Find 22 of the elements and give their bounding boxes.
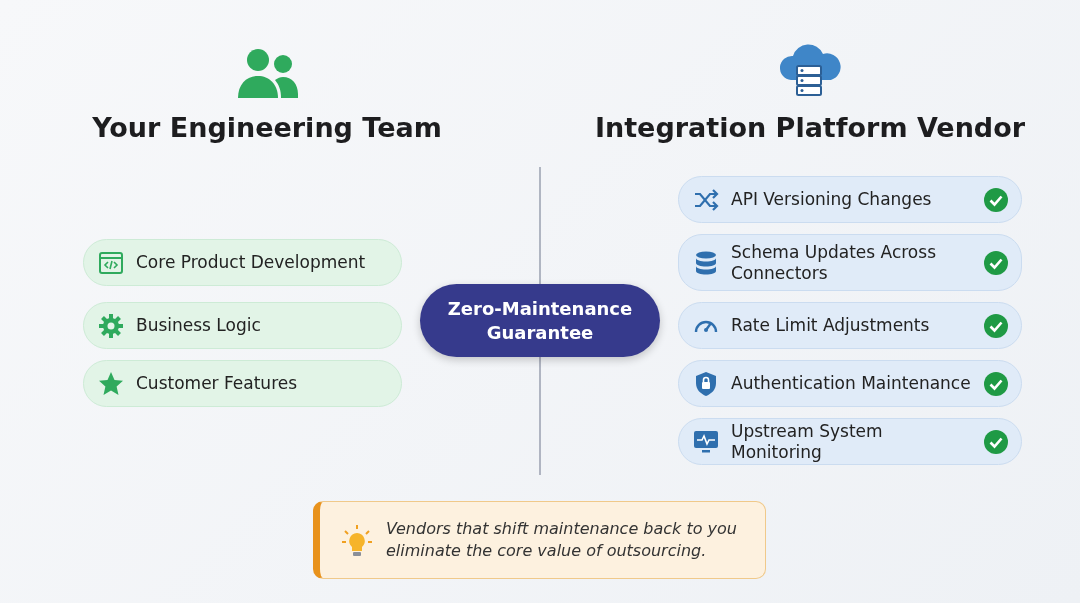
item-pill <box>678 176 1022 223</box>
item-text: Core Product Development <box>136 252 367 273</box>
item-pill <box>678 418 1022 465</box>
item-text: Authentication Maintenance <box>731 373 972 394</box>
item-text: API Versioning Changes <box>731 189 933 210</box>
item-text: Rate Limit Adjustments <box>731 315 931 336</box>
item-text: Business Logic <box>136 315 262 336</box>
item-pill <box>678 302 1022 349</box>
item-text: Schema Updates Across Connectors <box>731 242 937 283</box>
note-text: Vendors that shift maintenance back to you eliminate the core value of outsourcing. <box>386 518 738 562</box>
item-pill <box>678 234 1022 291</box>
item-pill <box>83 360 402 407</box>
item-text: Customer Features <box>136 373 299 394</box>
column-heading: Integration Platform Vendor <box>593 112 1027 143</box>
item-pill <box>678 360 1022 407</box>
guarantee-pill <box>420 284 660 357</box>
item-text: Upstream System Monitoring <box>731 421 884 462</box>
item-pill <box>83 239 402 286</box>
column-heading: Your Engineering Team <box>91 112 443 143</box>
note-callout <box>313 501 766 579</box>
guarantee-text: Zero-Maintenance Guarantee <box>446 297 634 344</box>
item-pill <box>83 302 402 349</box>
